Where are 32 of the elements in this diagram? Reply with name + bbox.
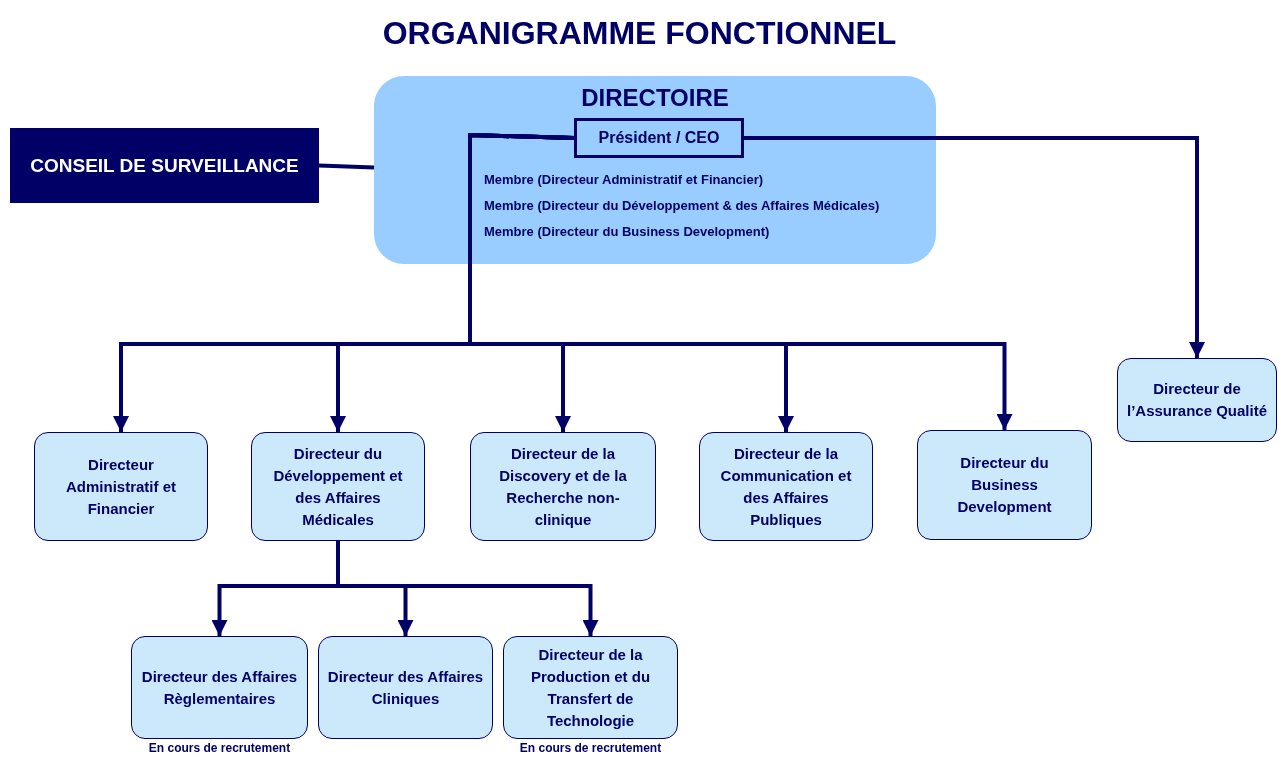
- arrow: [744, 136, 1205, 358]
- arrow: [336, 541, 599, 636]
- box-label: Directeur de la Discovery et de la Recherche non-clinique: [498, 443, 628, 530]
- member-line: Membre (Directeur Administratif et Financier): [484, 172, 764, 187]
- diagram-title: ORGANIGRAMME FONCTIONNEL: [381, 14, 898, 52]
- role-box: [917, 430, 1092, 540]
- box-label: Directeur de la Production et du Transfert de Technologie: [529, 644, 652, 731]
- role-box: [1117, 358, 1277, 442]
- group-title: DIRECTOIRE: [580, 84, 730, 112]
- connector-line: [318, 163, 375, 170]
- status-note: En cours de recrutement: [518, 741, 663, 756]
- role-box: [251, 432, 425, 541]
- box-label: Directeur du Business Development: [956, 453, 1053, 517]
- box-label: Directeur des Affaires Règlementaires: [140, 666, 299, 709]
- box-label: Directeur de la Communication et des Affaires Publiques: [719, 443, 853, 530]
- box-label: Directeur Administratif et Financier: [65, 454, 177, 519]
- box-label: Directeur des Affaires Cliniques: [327, 666, 484, 709]
- ceo-box: [574, 118, 744, 158]
- role-box: [699, 432, 873, 541]
- group-panel: [374, 76, 936, 264]
- box-label: Directeur de l’Assurance Qualité: [1126, 379, 1268, 421]
- box-label: Directeur du Développement et des Affaires Médicales: [272, 443, 404, 530]
- role-box: [34, 432, 208, 541]
- role-box: [470, 432, 656, 541]
- board-box: [10, 128, 319, 203]
- arrow: [468, 132, 1013, 430]
- box-label: CONSEIL DE SURVEILLANCE: [30, 154, 299, 177]
- status-note: En cours de recrutement: [147, 741, 292, 756]
- member-line: Membre (Directeur du Développement & des Affaires Médicales): [484, 198, 880, 213]
- role-box: [318, 636, 493, 739]
- box-label: Président / CEO: [598, 129, 720, 147]
- member-line: Membre (Directeur du Business Development): [484, 224, 770, 239]
